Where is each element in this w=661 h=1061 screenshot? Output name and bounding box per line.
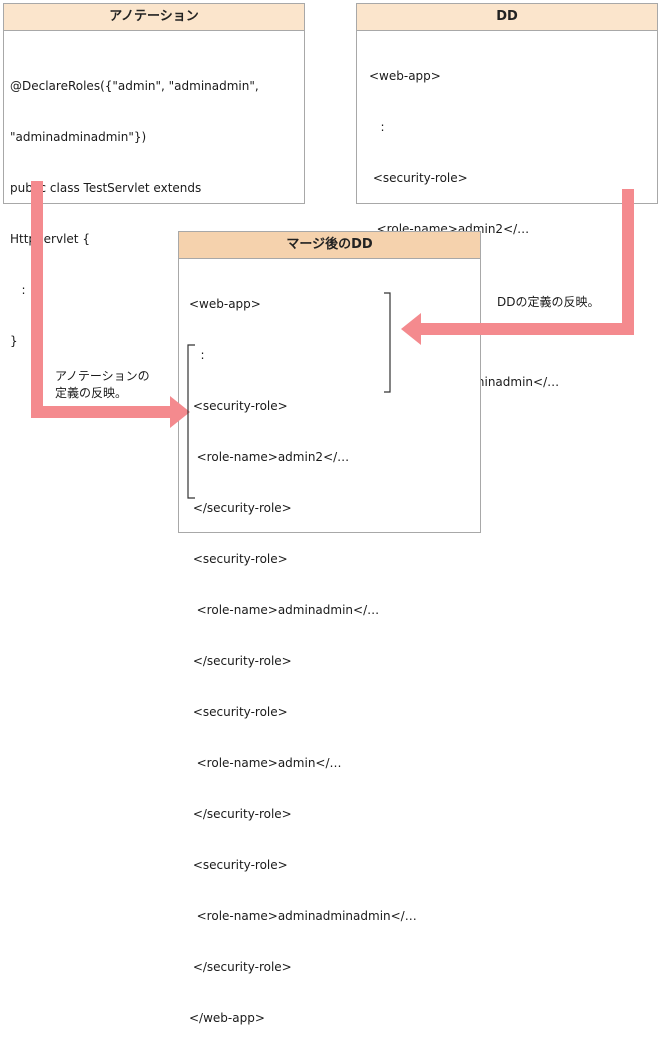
code-line: <role-name>adminadminadmin</… (189, 909, 417, 923)
code-line: : (369, 120, 385, 134)
annotation-box: アノテーション @DeclareRoles({"admin", "adminad… (3, 3, 305, 348)
code-line: <web-app> (369, 69, 441, 83)
code-line: : (10, 283, 26, 297)
merged-dd-box-title: マージ後のDD (179, 232, 480, 259)
code-line: public class TestServlet extends (10, 181, 202, 195)
code-line: </security-role> (189, 654, 292, 668)
code-line: </security-role> (189, 807, 292, 821)
code-line: <role-name>admin</… (189, 756, 342, 770)
code-line: <web-app> (189, 297, 261, 311)
code-line: <security-role> (189, 705, 288, 719)
code-line: <security-role> (369, 171, 468, 185)
code-line: </security-role> (189, 501, 292, 515)
code-line: : (189, 348, 205, 362)
dd-box-title: DD (357, 4, 657, 31)
code-line: <security-role> (189, 399, 288, 413)
annotation-box-title: アノテーション (4, 4, 304, 31)
code-line: <security-role> (189, 552, 288, 566)
code-line: </web-app> (189, 1011, 265, 1025)
code-line: @DeclareRoles({"admin", "adminadmin", (10, 79, 259, 93)
dd-reflect-label: DDの定義の反映。 (497, 295, 600, 309)
code-line: <role-name>adminadmin</… (189, 603, 380, 617)
code-line: <security-role> (189, 858, 288, 872)
annotation-reflect-label-line1: アノテーションの (55, 369, 150, 383)
code-line: "adminadminadmin"}) (10, 130, 147, 144)
code-line: </security-role> (189, 960, 292, 974)
annotation-reflect-label-line2: 定義の反映。 (55, 386, 128, 400)
merged-dd-box: マージ後のDD <web-app> : <security-role> <rol… (178, 231, 481, 1025)
merged-dd-code: <web-app> : <security-role> <role-name>a… (189, 262, 417, 1061)
code-line: } (10, 334, 18, 348)
dd-box: DD <web-app> : <security-role> <role-nam… (356, 3, 658, 491)
code-line: <role-name>admin2</… (189, 450, 350, 464)
